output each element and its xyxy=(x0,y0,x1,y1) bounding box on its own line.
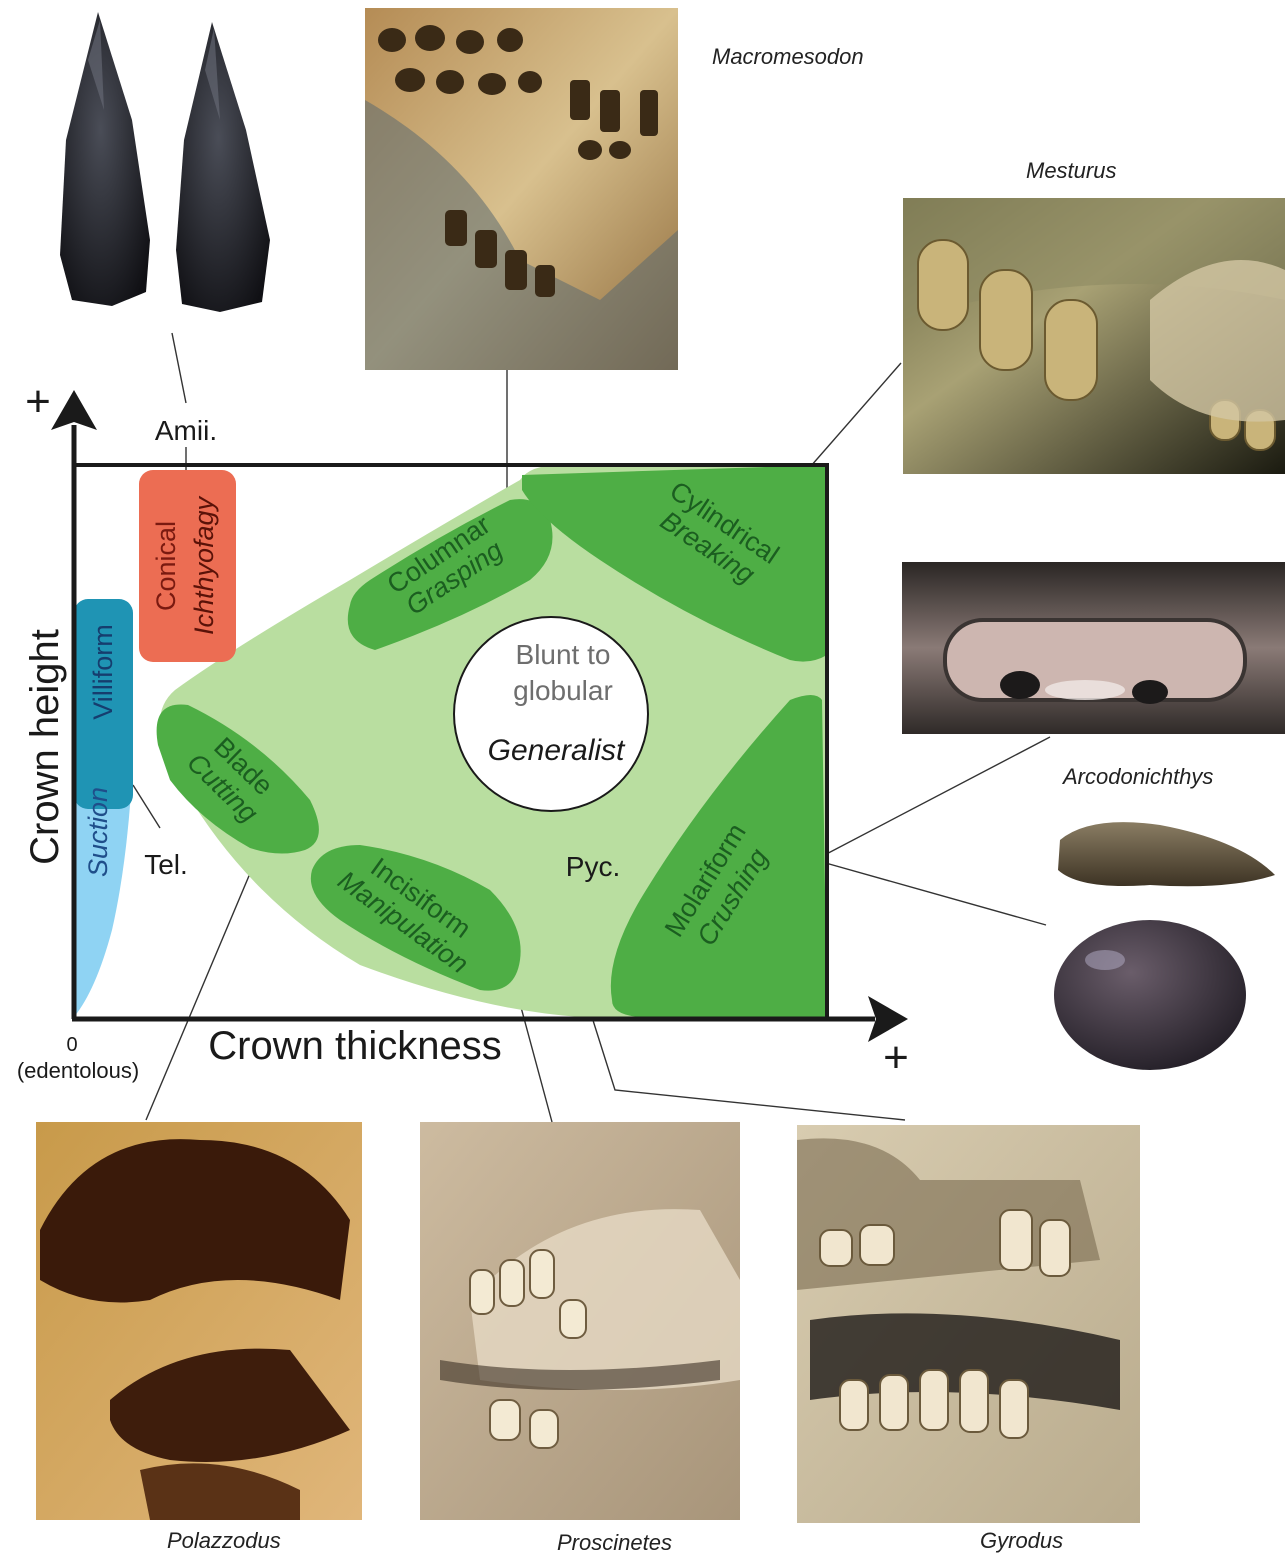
origin-note: (edentolous) xyxy=(17,1058,139,1083)
group-amii: Amii. xyxy=(155,415,217,446)
label-villiform: Villiform xyxy=(88,624,118,720)
amiiform-teeth-photo xyxy=(60,12,270,312)
leader-tel xyxy=(133,785,160,828)
group-tel: Tel. xyxy=(144,849,188,880)
caption-polazzodus: Polazzodus xyxy=(167,1528,281,1554)
leader-arcodonichthys-teeth xyxy=(815,860,1046,925)
caption-gyrodus: Gyrodus xyxy=(980,1528,1063,1554)
group-pyc: Pyc. xyxy=(566,851,620,882)
label-blunt-1: Blunt to xyxy=(516,639,611,670)
leader-amii xyxy=(172,333,186,403)
leader-polazzodus xyxy=(146,845,262,1120)
y-axis-label: Crown height xyxy=(23,629,67,865)
mesturus-photo xyxy=(903,198,1285,474)
polazzodus-photo xyxy=(36,1122,362,1520)
y-axis-plus: + xyxy=(25,377,51,426)
proscinetes-photo xyxy=(420,1122,740,1520)
morphospace-plot xyxy=(51,390,908,1042)
label-ichthyofagy: Ichthyofagy xyxy=(189,495,219,635)
x-axis-plus: + xyxy=(883,1033,909,1082)
gyrodus-photo xyxy=(797,1125,1140,1523)
leader-arcodonichthys-photo xyxy=(815,737,1050,860)
arcodonichthys-teeth xyxy=(1054,822,1275,1070)
y-axis-arrowhead xyxy=(51,390,97,430)
macromesodon-photo xyxy=(365,8,678,370)
x-axis-label: Crown thickness xyxy=(208,1024,501,1068)
origin-zero: 0 xyxy=(66,1034,77,1056)
arcodonichthys-photo xyxy=(902,562,1285,734)
caption-proscinetes: Proscinetes xyxy=(557,1530,672,1556)
label-generalist: Generalist xyxy=(488,734,626,767)
caption-arcodonichthys: Arcodonichthys xyxy=(1063,764,1213,790)
label-blunt-2: globular xyxy=(513,675,613,706)
caption-mesturus: Mesturus xyxy=(1026,158,1116,184)
label-suction: Suction xyxy=(83,787,113,877)
caption-macromesodon: Macromesodon xyxy=(712,44,864,70)
label-conical: Conical xyxy=(151,521,181,611)
